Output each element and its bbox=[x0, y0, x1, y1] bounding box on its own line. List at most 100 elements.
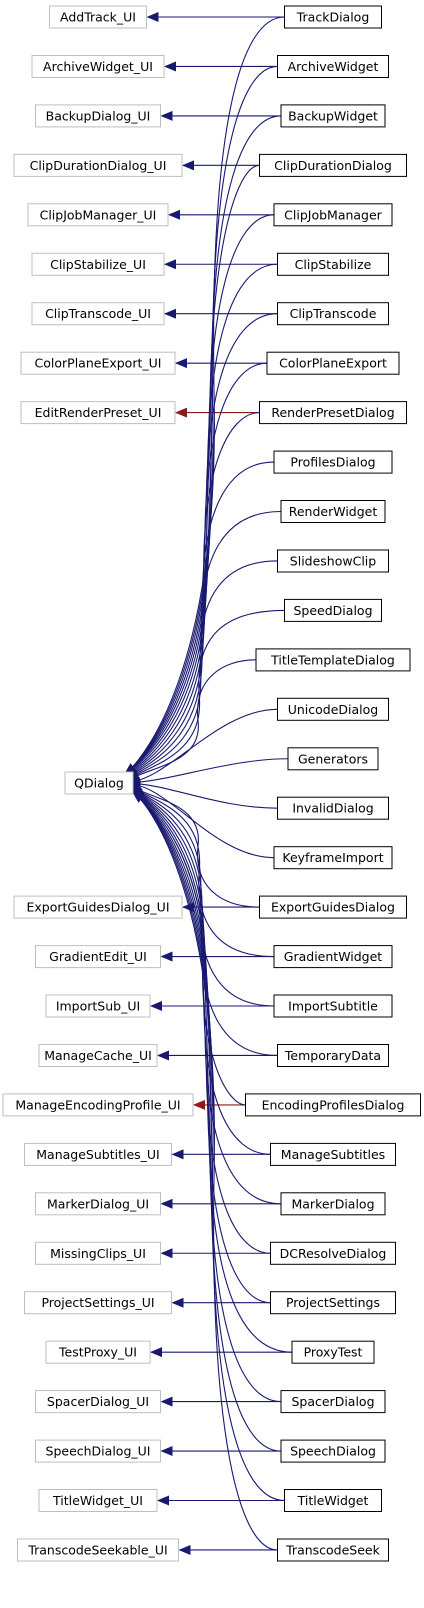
class-node-box bbox=[284, 1489, 382, 1512]
class-node-label: ClipTranscode bbox=[290, 306, 377, 321]
class-node-slideshowclip[interactable]: SlideshowClip bbox=[277, 549, 389, 573]
class-node-temporarydata[interactable]: TemporaryData bbox=[277, 1044, 389, 1067]
class-node-label: SpeedDialog bbox=[294, 603, 373, 618]
class-node-renderpresetdialog[interactable]: RenderPresetDialog bbox=[259, 401, 407, 425]
class-node-box bbox=[45, 1340, 151, 1364]
class-node-label: MarkerDialog_UI bbox=[47, 1196, 149, 1211]
class-node-spacerdialog_ui[interactable]: SpacerDialog_UI bbox=[35, 1390, 161, 1414]
class-node-archivewidget[interactable]: ArchiveWidget bbox=[277, 55, 389, 78]
class-node-encodingprofilesdialog[interactable]: EncodingProfilesDialog bbox=[245, 1093, 421, 1117]
class-node-markerdialog[interactable]: MarkerDialog bbox=[280, 1192, 386, 1216]
class-node-label: AddTrack_UI bbox=[60, 10, 136, 25]
class-node-label: RenderPresetDialog bbox=[271, 405, 394, 420]
class-node-box bbox=[35, 1439, 161, 1463]
class-node-gradientwidget[interactable]: GradientWidget bbox=[273, 945, 393, 969]
class-node-colorplaneexport_ui[interactable]: ColorPlaneExport_UI bbox=[20, 351, 176, 375]
class-node-cliptranscode[interactable]: ClipTranscode bbox=[277, 302, 389, 326]
class-node-clipstabilize_ui[interactable]: ClipStabilize_UI bbox=[31, 252, 165, 276]
edge-gradientwidget-to-qdialog bbox=[129, 785, 275, 958]
class-node-qdialog[interactable]: QDialog bbox=[64, 771, 134, 795]
class-node-keyframeimport[interactable]: KeyframeImport bbox=[273, 846, 393, 870]
edge-renderwidget-to-qdialog bbox=[125, 510, 282, 780]
class-node-unicodedialog[interactable]: UnicodeDialog bbox=[277, 697, 389, 721]
class-node-renderwidget[interactable]: RenderWidget bbox=[280, 500, 386, 523]
class-node-label: SpeechDialog_UI bbox=[46, 1444, 151, 1459]
class-node-managesubtitles_ui[interactable]: ManageSubtitles_UI bbox=[24, 1142, 172, 1166]
class-node-exportguidesdialog[interactable]: ExportGuidesDialog bbox=[259, 895, 407, 919]
class-node-importsub_ui[interactable]: ImportSub_UI bbox=[45, 994, 151, 1018]
class-node-proxytest[interactable]: ProxyTest bbox=[291, 1340, 375, 1364]
class-node-titlewidget_ui[interactable]: TitleWidget_UI bbox=[38, 1489, 158, 1512]
class-node-box bbox=[280, 500, 386, 523]
class-node-box bbox=[35, 945, 161, 969]
class-node-box bbox=[20, 401, 176, 425]
class-node-label: ClipTranscode_UI bbox=[45, 306, 151, 321]
class-node-label: ManageEncodingProfile_UI bbox=[15, 1097, 180, 1112]
class-node-cliptranscode_ui[interactable]: ClipTranscode_UI bbox=[31, 302, 165, 326]
class-node-exportguidesdialog_ui[interactable]: ExportGuidesDialog_UI bbox=[13, 895, 183, 919]
class-node-label: SpacerDialog_UI bbox=[47, 1394, 149, 1409]
class-node-archivewidget_ui[interactable]: ArchiveWidget_UI bbox=[31, 55, 165, 78]
class-node-box bbox=[280, 1192, 386, 1216]
class-node-spacerdialog[interactable]: SpacerDialog bbox=[280, 1390, 386, 1414]
class-node-box bbox=[20, 351, 176, 375]
class-node-speechdialog_ui[interactable]: SpeechDialog_UI bbox=[35, 1439, 161, 1463]
class-node-titletemplatedialog[interactable]: TitleTemplateDialog bbox=[255, 648, 411, 672]
class-node-label: TranscodeSeekable_UI bbox=[27, 1542, 167, 1557]
class-node-label: RenderWidget bbox=[289, 504, 378, 519]
class-node-speechdialog[interactable]: SpeechDialog bbox=[280, 1439, 386, 1463]
class-node-addtrack_ui[interactable]: AddTrack_UI bbox=[49, 5, 147, 29]
class-node-label: SlideshowClip bbox=[290, 553, 376, 568]
class-node-markerdialog_ui[interactable]: MarkerDialog_UI bbox=[35, 1192, 161, 1216]
edge-slideshowclip-to-qdialog bbox=[126, 560, 278, 780]
class-node-backupdialog_ui[interactable]: BackupDialog_UI bbox=[35, 104, 161, 128]
edge-spacerdialog-to-qdialog bbox=[132, 791, 282, 1403]
class-node-importsubtitle[interactable]: ImportSubtitle bbox=[273, 994, 393, 1018]
class-node-box bbox=[277, 252, 389, 276]
class-node-projectsettings[interactable]: ProjectSettings bbox=[270, 1291, 396, 1315]
class-node-box bbox=[277, 697, 389, 721]
class-node-box bbox=[284, 5, 382, 29]
class-node-clipjobmanager[interactable]: ClipJobManager bbox=[273, 203, 393, 227]
class-node-box bbox=[24, 1291, 172, 1315]
class-node-profilesdialog[interactable]: ProfilesDialog bbox=[273, 450, 393, 474]
class-node-box bbox=[277, 1538, 389, 1562]
class-node-managesubtitles[interactable]: ManageSubtitles bbox=[270, 1142, 396, 1166]
class-node-transcodeseekable_ui[interactable]: TranscodeSeekable_UI bbox=[17, 1538, 179, 1562]
class-node-box bbox=[45, 994, 151, 1018]
class-node-gradientedit_ui[interactable]: GradientEdit_UI bbox=[35, 945, 161, 969]
class-node-missingclips_ui[interactable]: MissingClips_UI bbox=[35, 1241, 161, 1265]
class-node-generators[interactable]: Generators bbox=[287, 747, 379, 771]
class-node-dcresolvedialog[interactable]: DCResolveDialog bbox=[270, 1241, 396, 1265]
class-node-box bbox=[280, 1390, 386, 1414]
class-node-colorplaneexport[interactable]: ColorPlaneExport bbox=[266, 351, 400, 375]
class-node-clipdurationdialog_ui[interactable]: ClipDurationDialog_UI bbox=[13, 153, 183, 177]
edge-renderpresetdialog-to-qdialog bbox=[125, 412, 260, 778]
class-node-box bbox=[13, 895, 183, 919]
class-node-speeddialog[interactable]: SpeedDialog bbox=[284, 598, 382, 622]
class-node-label: ExportGuidesDialog_UI bbox=[26, 900, 169, 915]
class-node-transcodeseek[interactable]: TranscodeSeek bbox=[277, 1538, 389, 1562]
class-node-testproxy_ui[interactable]: TestProxy_UI bbox=[45, 1340, 151, 1364]
class-node-box bbox=[255, 648, 411, 672]
class-node-label: BackupWidget bbox=[288, 108, 378, 123]
class-node-label: TitleWidget bbox=[297, 1493, 369, 1508]
class-node-manageencodingprofile_ui[interactable]: ManageEncodingProfile_UI bbox=[2, 1093, 194, 1117]
class-node-clipdurationdialog[interactable]: ClipDurationDialog bbox=[259, 153, 407, 177]
edge-titletemplatedialog-to-qdialog bbox=[127, 659, 257, 782]
class-node-clipjobmanager_ui[interactable]: ClipJobManager_UI bbox=[27, 203, 169, 227]
class-node-label: ImportSubtitle bbox=[288, 999, 378, 1014]
class-node-clipstabilize[interactable]: ClipStabilize bbox=[277, 252, 389, 276]
class-node-label: ClipDurationDialog_UI bbox=[30, 158, 167, 173]
class-node-trackdialog[interactable]: TrackDialog bbox=[284, 5, 382, 29]
class-node-projectsettings_ui[interactable]: ProjectSettings_UI bbox=[24, 1291, 172, 1315]
class-node-box bbox=[38, 1044, 158, 1067]
class-node-box bbox=[27, 203, 169, 227]
class-node-invaliddialog[interactable]: InvalidDialog bbox=[277, 796, 389, 820]
class-node-managecache_ui[interactable]: ManageCache_UI bbox=[38, 1044, 158, 1067]
class-node-backupwidget[interactable]: BackupWidget bbox=[280, 104, 386, 128]
class-node-editrenderpreset_ui[interactable]: EditRenderPreset_UI bbox=[20, 401, 176, 425]
class-node-label: ClipStabilize_UI bbox=[50, 257, 146, 272]
class-node-titlewidget[interactable]: TitleWidget bbox=[284, 1489, 382, 1512]
class-node-box bbox=[277, 549, 389, 573]
